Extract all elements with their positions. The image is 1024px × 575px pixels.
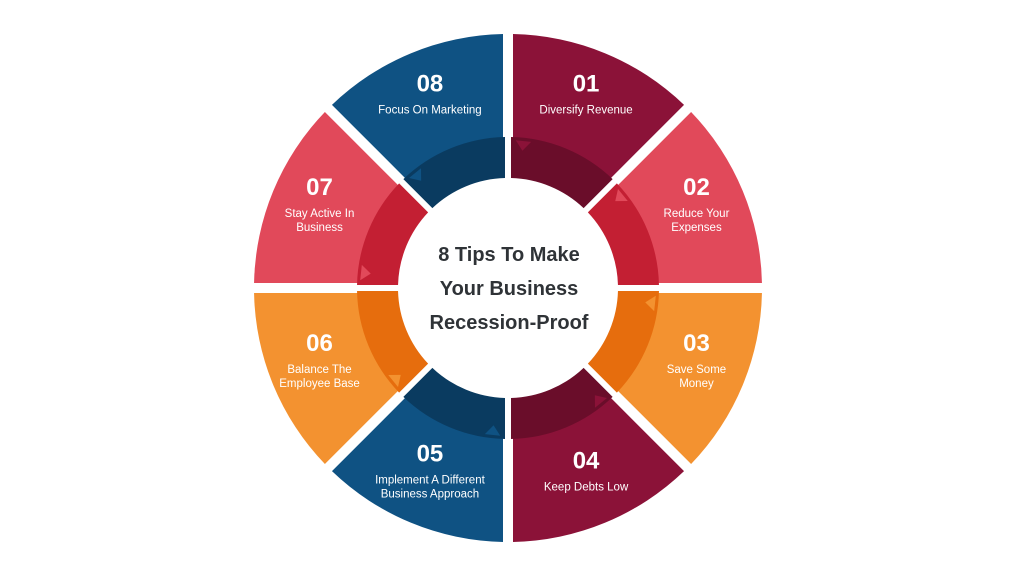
- segment-label: Keep Debts Low: [544, 481, 629, 493]
- segment-outer-band: [331, 34, 504, 179]
- segment-label: Save Some: [667, 364, 726, 376]
- segment-number: 08: [417, 71, 444, 98]
- center-title-line: 8 Tips To Make: [438, 244, 580, 266]
- segment-outer-band: [254, 292, 399, 465]
- segment-label: Reduce Your: [664, 208, 730, 220]
- segment-inner-band: [357, 290, 429, 393]
- center-title: 8 Tips To Make Your Business Recession-P…: [409, 238, 609, 340]
- segment-label: Diversify Revenue: [539, 105, 632, 117]
- segment-outer-band: [254, 111, 399, 284]
- segment-number: 02: [683, 174, 710, 201]
- segment-notch: [645, 295, 656, 312]
- segment-number: 01: [573, 71, 600, 98]
- segment-notch: [594, 395, 608, 408]
- segment-outer-band: [331, 397, 504, 542]
- segment-label: Business: [296, 222, 343, 234]
- segment-inner-band: [357, 183, 429, 286]
- segment-outer-band: [617, 111, 762, 284]
- segment-notch: [515, 140, 532, 151]
- segment-inner-band: [510, 367, 613, 439]
- segment-label: Stay Active In: [285, 208, 355, 220]
- segment-inner-band: [587, 290, 659, 393]
- segment-notch: [388, 374, 401, 388]
- segment-label: Business Approach: [381, 488, 479, 500]
- segment-number: 04: [573, 447, 600, 474]
- center-title-line: Your Business: [439, 278, 579, 300]
- segment-inner-band: [587, 183, 659, 286]
- segment-label: Focus On Marketing: [378, 105, 482, 117]
- segment-notch: [615, 188, 628, 202]
- segment-inner-band: [510, 137, 613, 209]
- segment-outer-band: [512, 397, 685, 542]
- segment-notch: [484, 425, 501, 436]
- segment-outer-band: [617, 292, 762, 465]
- segment-outer-band: [512, 34, 685, 179]
- segment-number: 06: [306, 330, 333, 357]
- center-title-line: Recession-Proof: [429, 312, 589, 334]
- segment-notch: [408, 168, 422, 181]
- segment-inner-band: [403, 367, 506, 439]
- segment-label: Expenses: [671, 222, 722, 234]
- segment-inner-band: [403, 137, 506, 209]
- segment-label: Balance The: [287, 364, 351, 376]
- segment-label: Employee Base: [279, 378, 360, 390]
- center-disc: [399, 179, 617, 397]
- segment-label: Implement A Different: [375, 474, 486, 486]
- segment-number: 05: [417, 440, 444, 467]
- segment-number: 03: [683, 330, 710, 357]
- segment-number: 07: [306, 174, 333, 201]
- segment-label: Money: [679, 378, 714, 390]
- segment-notch: [360, 264, 371, 281]
